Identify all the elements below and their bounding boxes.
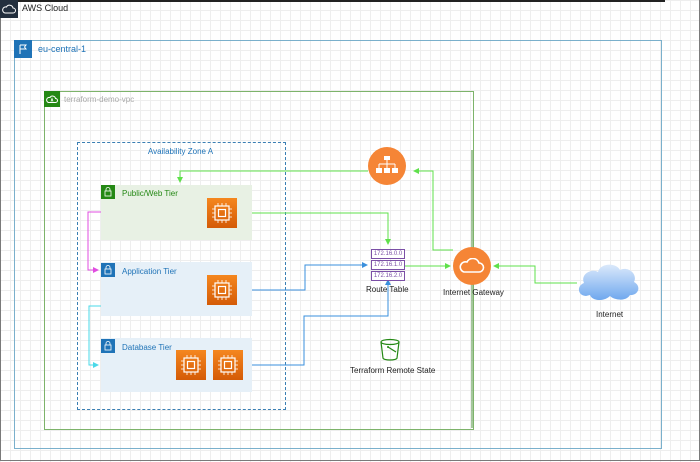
ec2-instance-icon[interactable] xyxy=(176,350,206,380)
application-tier-label: Application Tier xyxy=(122,267,177,276)
ec2-instance-icon[interactable] xyxy=(213,350,243,380)
route-table-entry[interactable]: 172.16.0.0 xyxy=(371,249,405,259)
s3-bucket-icon[interactable] xyxy=(378,338,402,367)
availability-zone-label: Availability Zone A xyxy=(147,147,214,156)
ec2-instance-icon[interactable] xyxy=(207,198,237,228)
vpc-cloud-icon xyxy=(44,91,60,107)
route-table-entry[interactable]: 172.16.2.0 xyxy=(371,271,405,281)
lock-icon xyxy=(101,185,115,199)
lock-icon xyxy=(101,263,115,277)
internet-gateway-icon[interactable] xyxy=(453,247,491,285)
database-tier-label: Database Tier xyxy=(122,343,172,352)
ec2-instance-icon[interactable] xyxy=(207,275,237,305)
lock-icon xyxy=(101,339,115,353)
vpc-label: terraform-demo-vpc xyxy=(64,95,135,104)
route-table-label: Route Table xyxy=(366,285,409,294)
region-group xyxy=(14,40,662,449)
route-table-entry[interactable]: 172.16.1.0 xyxy=(371,260,405,270)
internet-label: Internet xyxy=(596,310,624,319)
aws-cloud-boundary xyxy=(0,0,665,7)
aws-cloud-icon xyxy=(0,0,18,18)
load-balancer-icon[interactable] xyxy=(368,147,406,185)
internet-cloud-icon[interactable] xyxy=(576,260,640,305)
region-flag-icon xyxy=(14,40,32,58)
remote-state-label: Terraform Remote State xyxy=(350,366,436,375)
internet-gateway-label: Internet Gateway xyxy=(443,288,504,297)
region-label: eu-central-1 xyxy=(38,44,87,54)
public-tier-label: Public/Web Tier xyxy=(122,189,178,198)
aws-cloud-label: AWS Cloud xyxy=(22,3,69,13)
